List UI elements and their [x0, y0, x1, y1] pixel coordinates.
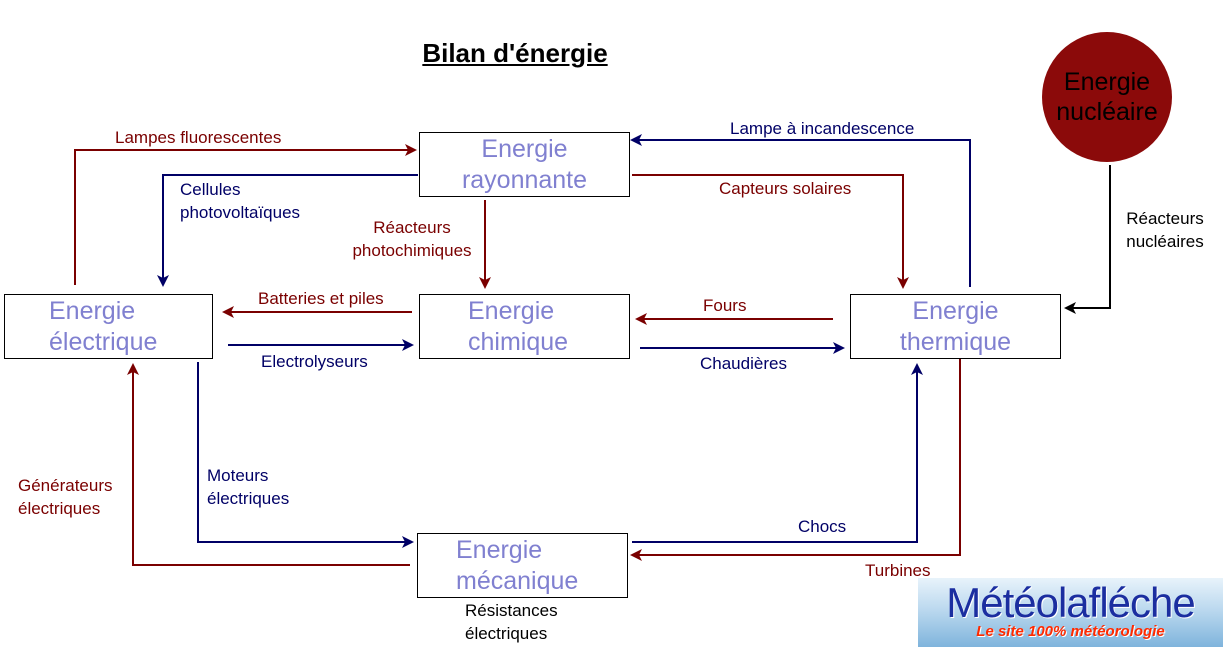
- node-energie-rayonnante: Energie rayonnante: [419, 132, 630, 197]
- diagram-title: Bilan d'énergie: [422, 38, 608, 68]
- arrow-turbines: [630, 358, 961, 561]
- label-line: électriques: [18, 499, 101, 518]
- label-chaudieres: Chaudières: [700, 354, 787, 373]
- label-cellules-photovoltaiques: Cellules photovoltaïques: [180, 178, 300, 224]
- label-fours: Fours: [703, 296, 747, 315]
- label-electrolyseurs: Electrolyseurs: [261, 352, 368, 371]
- label-line: Réacteurs: [1126, 209, 1204, 228]
- node-line: Energie: [456, 535, 543, 564]
- label-turbines: Turbines: [865, 561, 931, 580]
- arrow-capteurs-solaires: [632, 174, 909, 289]
- node-line: Energie: [1063, 68, 1151, 96]
- node-line: thermique: [899, 327, 1012, 356]
- label-capteurs-solaires: Capteurs solaires: [719, 179, 852, 198]
- label-reacteurs-nucleaires: Réacteurs nucléaires: [1113, 207, 1217, 253]
- arrow-cellules-photovoltaiques: [157, 174, 418, 287]
- label-line: photovoltaïques: [180, 203, 301, 222]
- arrow-lampes-fluorescentes: [74, 144, 417, 285]
- arrow-lampe-incandescence: [630, 134, 971, 287]
- label-line: électriques: [465, 624, 548, 643]
- label-line: Générateurs: [18, 476, 113, 495]
- label-line: Cellules: [180, 180, 241, 199]
- label-chocs: Chocs: [798, 517, 847, 536]
- node-line: mécanique: [456, 566, 579, 595]
- arrow-generateurs-electriques: [127, 363, 410, 566]
- node-energie-mecanique: Energie mécanique: [417, 533, 628, 598]
- label-line: électriques: [207, 489, 290, 508]
- label-moteurs-electriques: Moteurs électriques: [207, 464, 289, 510]
- node-line: chimique: [468, 327, 569, 356]
- meteolafleche-logo[interactable]: Météolafléche Le site 100% météorologie: [918, 578, 1223, 647]
- node-energie-nucleaire: Energie nucléaire: [1042, 32, 1172, 162]
- node-line: Energie: [49, 296, 136, 325]
- label-lampe-incandescence: Lampe à incandescence: [730, 119, 915, 138]
- label-batteries-piles: Batteries et piles: [258, 289, 384, 308]
- logo-tagline: Le site 100% météorologie: [976, 623, 1165, 640]
- arrow-reacteurs-nucleaires: [1064, 165, 1111, 314]
- node-line: nucléaire: [1056, 98, 1158, 126]
- arrow-chocs: [632, 363, 923, 543]
- label-line: photochimiques: [352, 241, 472, 260]
- logo-name: Météolafléche: [946, 579, 1196, 626]
- label-generateurs-electriques: Générateurs électriques: [18, 474, 113, 520]
- label-lampes-fluorescentes: Lampes fluorescentes: [115, 128, 282, 147]
- label-line: Résistances: [465, 601, 558, 620]
- arrow-moteurs-electriques: [197, 362, 414, 548]
- node-line: rayonnante: [461, 165, 588, 194]
- node-line: électrique: [49, 327, 158, 356]
- label-line: Réacteurs: [373, 218, 451, 237]
- node-energie-thermique: Energie thermique: [850, 294, 1061, 359]
- node-line: Energie: [481, 134, 568, 163]
- node-energie-electrique: Energie électrique: [4, 294, 213, 359]
- node-energie-chimique: Energie chimique: [419, 294, 630, 359]
- node-line: Energie: [468, 296, 555, 325]
- label-line: Moteurs: [207, 466, 269, 485]
- label-resistances-electriques: Résistances électriques: [465, 599, 558, 645]
- node-line: Energie: [912, 296, 999, 325]
- label-line: nucléaires: [1126, 232, 1204, 251]
- label-reacteurs-photochimiques: Réacteurs photochimiques: [342, 216, 482, 262]
